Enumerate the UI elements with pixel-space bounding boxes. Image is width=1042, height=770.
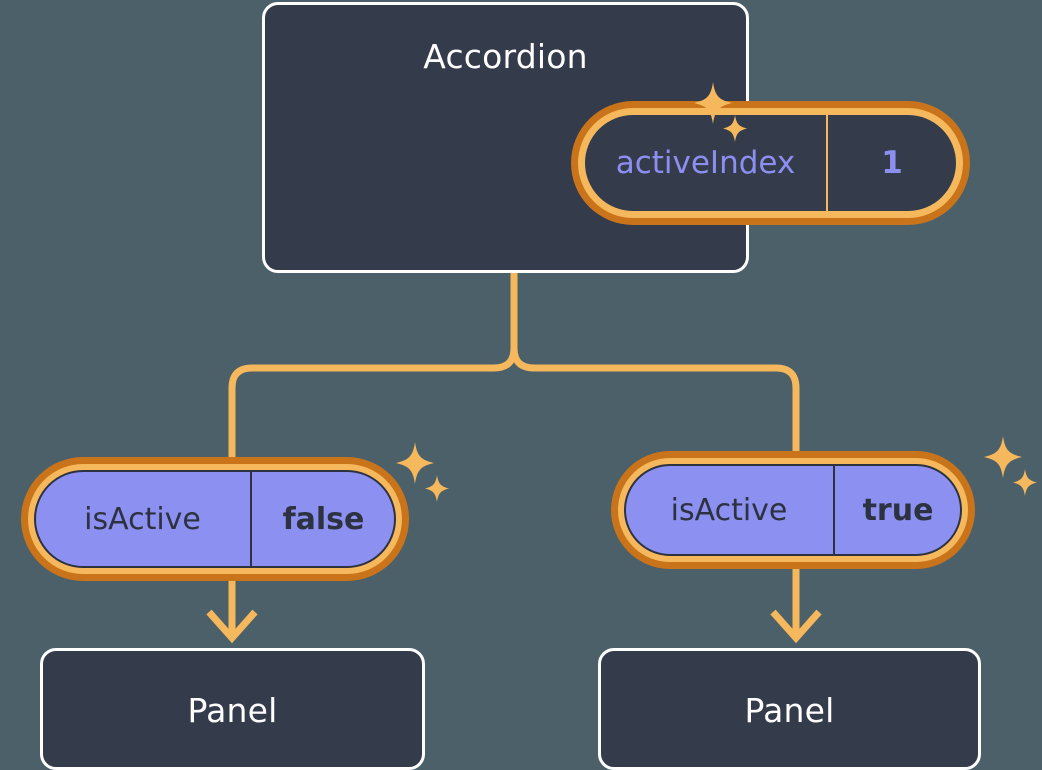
sparkle-icon <box>396 442 449 502</box>
arrow-down-icon-left-head <box>206 609 258 644</box>
component-title-accordion: Accordion <box>423 37 588 76</box>
connector-branch-path-right <box>510 344 800 464</box>
sparkle-icon-left <box>392 442 450 508</box>
state-key-label: activeIndex <box>615 145 796 181</box>
component-title-panel-right: Panel <box>744 691 835 730</box>
prop-key-label: isActive <box>84 501 201 537</box>
component-card-panel-left[interactable]: Panel <box>40 648 425 770</box>
prop-value-label: false <box>250 471 395 567</box>
arrow-down-icon-right-head <box>770 609 822 644</box>
prop-key-label: isActive <box>670 492 788 528</box>
sparkle-icon-right <box>980 436 1038 502</box>
prop-value-label: true <box>833 465 961 555</box>
connector-branch-path <box>228 268 518 466</box>
component-card-panel-right[interactable]: Panel <box>598 648 981 770</box>
prop-pill-isactive-false[interactable]: isActive false <box>28 464 402 574</box>
state-pill-activeindex[interactable]: activeIndex 1 <box>578 108 963 218</box>
component-card-accordion[interactable]: Accordion activeIndex 1 <box>262 2 963 273</box>
sparkle-icon <box>984 436 1037 496</box>
state-value-label: 1 <box>826 115 956 211</box>
prop-pill-isactive-true[interactable]: isActive true <box>618 458 968 562</box>
component-title-panel-left: Panel <box>187 691 278 730</box>
